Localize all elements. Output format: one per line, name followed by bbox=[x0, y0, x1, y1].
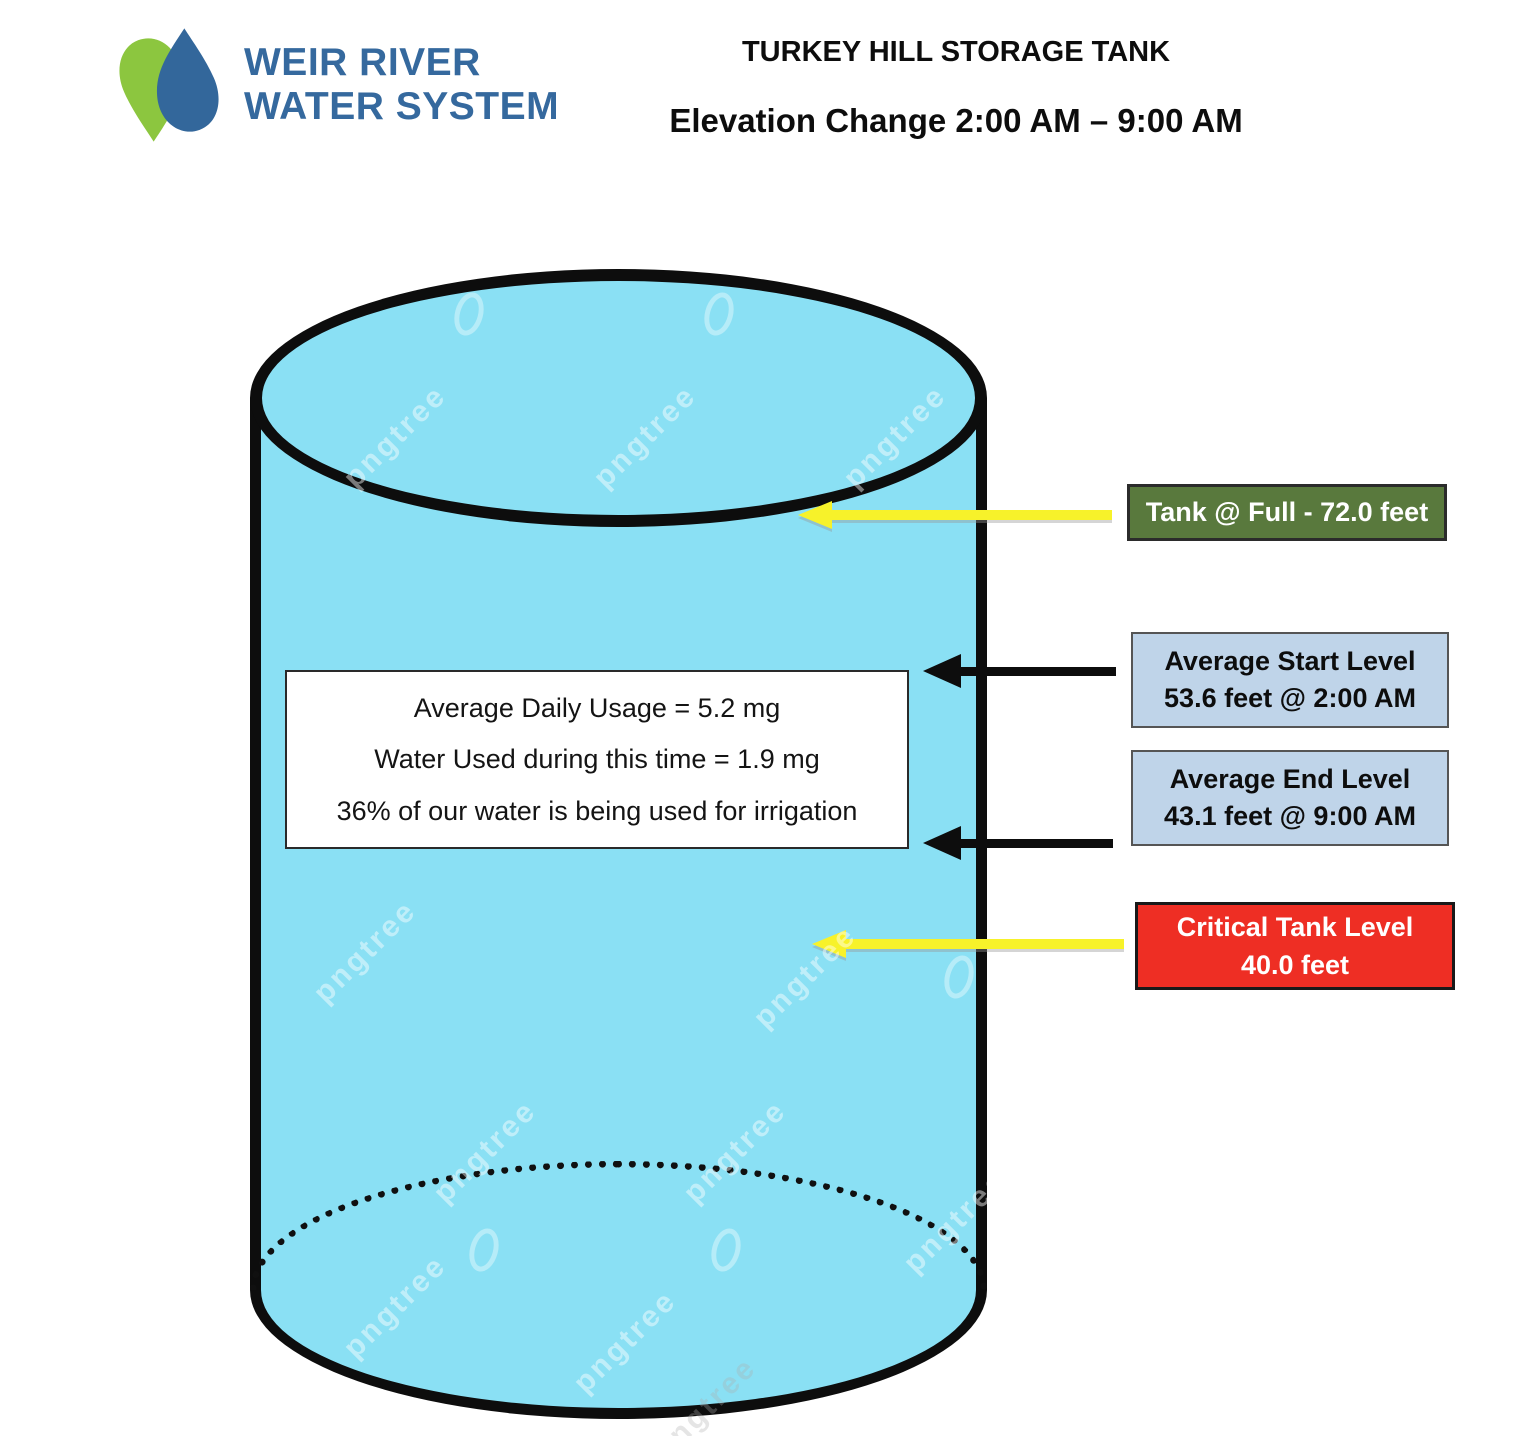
arrow-head-icon bbox=[812, 930, 846, 958]
critical-tank-level-label: Critical Tank Level 40.0 feet bbox=[1135, 902, 1455, 990]
start-level-arrow bbox=[923, 654, 1116, 688]
end-level-title: Average End Level bbox=[1169, 764, 1411, 794]
tank-hidden-edge-dotted-arc bbox=[250, 1161, 987, 1290]
critical-level-title: Critical Tank Level bbox=[1176, 912, 1414, 942]
arrow-shaft bbox=[961, 666, 1116, 676]
water-used-text: Water Used during this time = 1.9 mg bbox=[374, 744, 820, 774]
tank-full-arrow bbox=[798, 501, 1112, 529]
end-level-arrow bbox=[923, 826, 1113, 860]
irrigation-percent-text: 36% of our water is being used for irrig… bbox=[336, 795, 858, 826]
logo: WEIR RIVER WATER SYSTEM bbox=[108, 26, 559, 144]
water-drop-leaf-icon bbox=[119, 28, 219, 142]
header-titles: TURKEY HILL STORAGE TANK Elevation Chang… bbox=[646, 36, 1266, 140]
start-level-title: Average Start Level bbox=[1164, 646, 1416, 676]
page-subtitle: Elevation Change 2:00 AM – 9:00 AM bbox=[669, 102, 1243, 139]
arrow-head-icon bbox=[923, 826, 961, 860]
tank-full-text: Tank @ Full - 72.0 feet bbox=[1145, 497, 1429, 527]
average-end-level-label: Average End Level 43.1 feet @ 9:00 AM bbox=[1131, 750, 1449, 846]
critical-level-value: 40.0 feet bbox=[1240, 950, 1350, 980]
start-level-value: 53.6 feet @ 2:00 AM bbox=[1164, 683, 1416, 713]
avg-daily-usage-text: Average Daily Usage = 5.2 mg bbox=[413, 692, 781, 723]
arrow-shaft bbox=[832, 510, 1112, 520]
tank-top-ellipse bbox=[250, 269, 987, 527]
page-title: TURKEY HILL STORAGE TANK bbox=[741, 36, 1171, 68]
arrow-head-icon bbox=[923, 654, 961, 688]
arrow-head-icon bbox=[798, 501, 832, 529]
logo-line2: WATER SYSTEM bbox=[244, 85, 560, 128]
end-level-value: 43.1 feet @ 9:00 AM bbox=[1164, 801, 1416, 831]
logo-wordmark: WEIR RIVER WATER SYSTEM bbox=[244, 41, 559, 129]
tank-full-label: Tank @ Full - 72.0 feet bbox=[1127, 484, 1447, 541]
usage-info-box: Average Daily Usage = 5.2 mg Water Used … bbox=[285, 670, 909, 849]
arrow-shaft bbox=[961, 838, 1113, 848]
arrow-shaft bbox=[846, 939, 1124, 949]
critical-level-arrow bbox=[812, 930, 1124, 958]
logo-line1: WEIR RIVER bbox=[244, 41, 481, 84]
average-start-level-label: Average Start Level 53.6 feet @ 2:00 AM bbox=[1131, 632, 1449, 728]
